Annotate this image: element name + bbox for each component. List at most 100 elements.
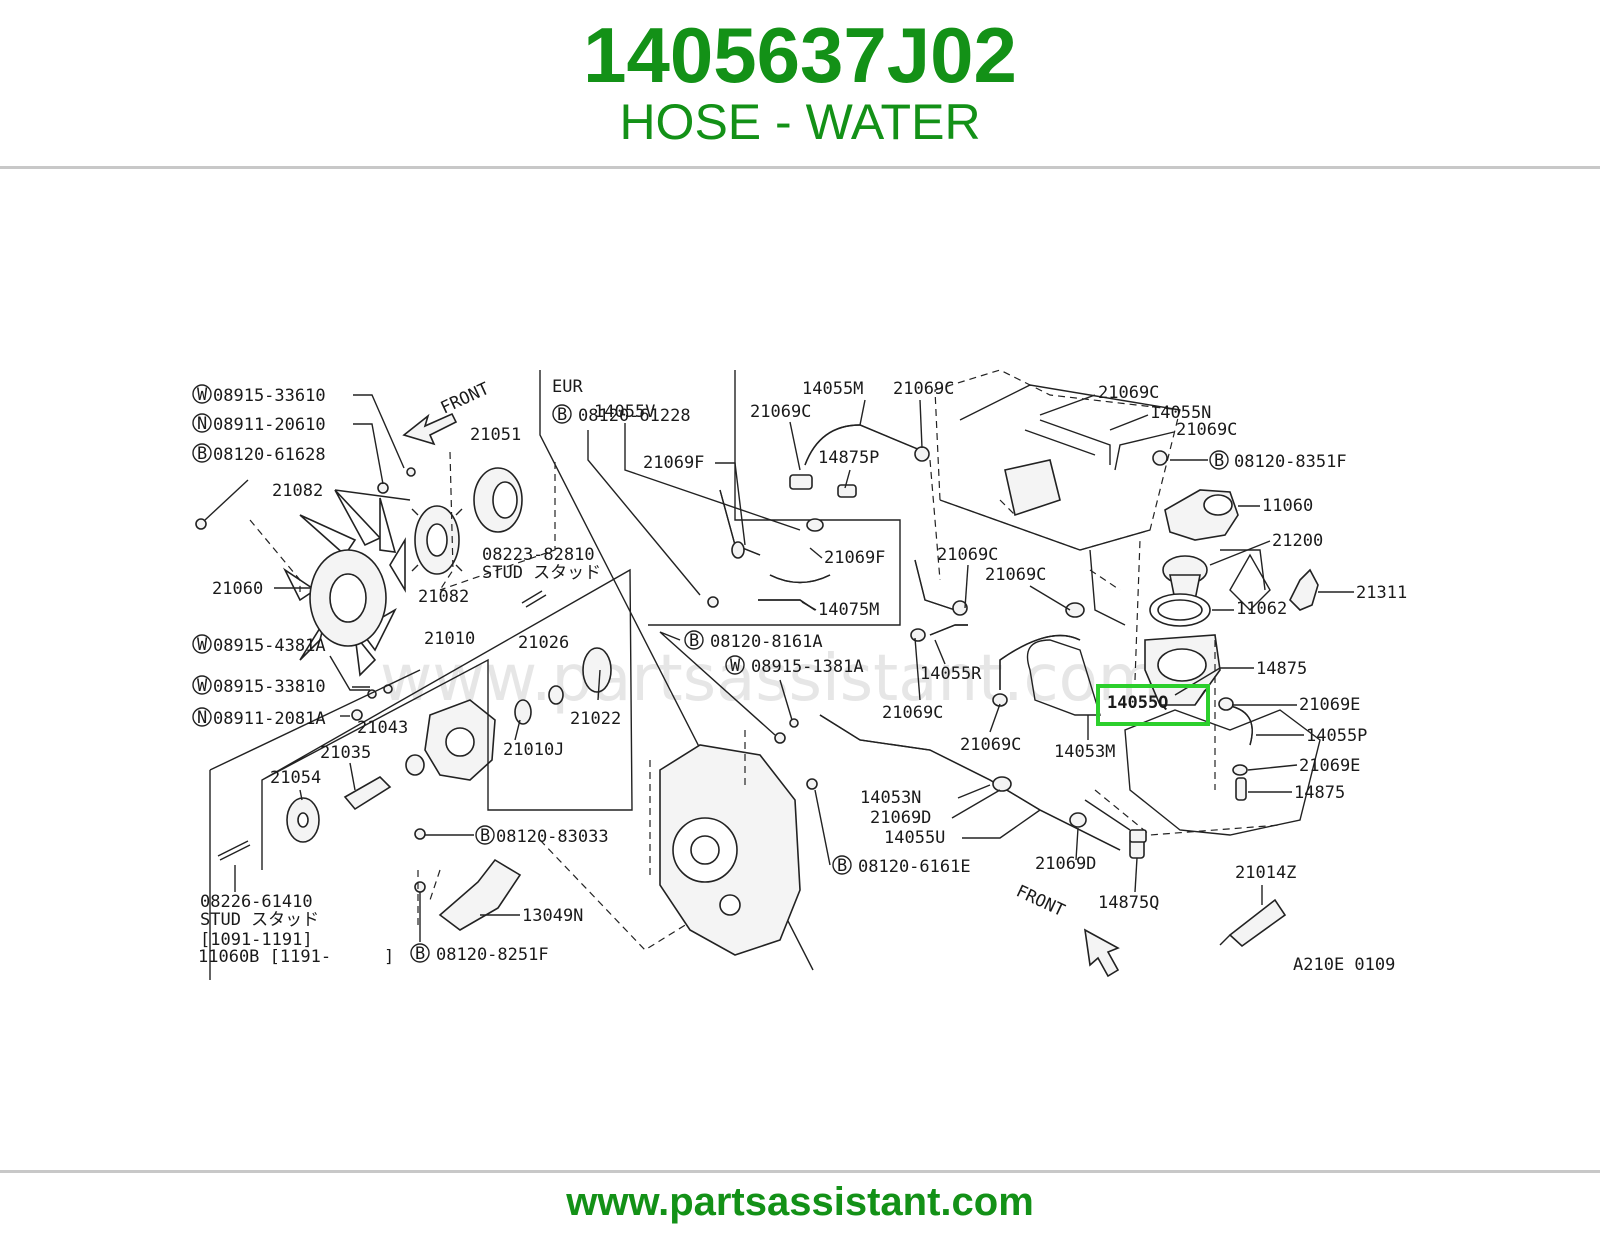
svg-text:B: B bbox=[480, 826, 490, 846]
svg-text:08911-2081A: 08911-2081A bbox=[213, 709, 326, 729]
page-header: 1405637J02 HOSE - WATER bbox=[0, 0, 1600, 168]
svg-text:21069C: 21069C bbox=[960, 735, 1021, 755]
stud-08223 bbox=[521, 590, 547, 608]
label-08120-61628: B 08120-61628 bbox=[192, 443, 326, 521]
label-group-left-plain: 21051 21082 21082 21060 08223-82810 STUD… bbox=[198, 425, 621, 967]
svg-text:[1091-1191]: [1091-1191] bbox=[200, 930, 313, 950]
hose-14055P bbox=[1218, 697, 1253, 801]
svg-text:14055V: 14055V bbox=[594, 402, 655, 422]
bolt-icon bbox=[414, 881, 426, 893]
label-08120-8351F: B 08120-8351F bbox=[1152, 450, 1347, 472]
diagram-code: A210E 0109 bbox=[1293, 955, 1395, 975]
svg-text:21069C: 21069C bbox=[1098, 383, 1159, 403]
water-outlet bbox=[1164, 489, 1239, 541]
svg-text:21022: 21022 bbox=[570, 709, 621, 729]
svg-text:14055U: 14055U bbox=[884, 828, 945, 848]
footer-website-link[interactable]: www.partsassistant.com bbox=[566, 1180, 1034, 1224]
svg-text:FRONT: FRONT bbox=[1013, 881, 1068, 921]
svg-text:14055M: 14055M bbox=[802, 379, 863, 399]
label-08911-20610: N 08911-20610 bbox=[192, 413, 384, 485]
svg-text:W: W bbox=[197, 635, 208, 655]
svg-text:21069C: 21069C bbox=[937, 545, 998, 565]
stud-08226 bbox=[217, 840, 251, 861]
svg-text:21010: 21010 bbox=[424, 629, 475, 649]
svg-text:21069D: 21069D bbox=[1035, 854, 1096, 874]
svg-text:08915-33610: 08915-33610 bbox=[213, 386, 326, 406]
svg-text:21010J: 21010J bbox=[503, 740, 564, 760]
nut-icon bbox=[351, 709, 363, 721]
svg-text:21014Z: 21014Z bbox=[1235, 863, 1296, 883]
svg-text:21069F: 21069F bbox=[643, 453, 704, 473]
svg-text:B: B bbox=[837, 856, 847, 876]
label-08915-4381A: W 08915-4381A bbox=[192, 634, 370, 691]
svg-text:21069C: 21069C bbox=[750, 402, 811, 422]
bracket-21311 bbox=[1289, 568, 1319, 611]
svg-text:14055P: 14055P bbox=[1306, 726, 1367, 746]
label-08120-61228: EUR B 08120-61228 bbox=[552, 377, 719, 608]
intake-manifold bbox=[929, 369, 1181, 681]
water-pump bbox=[286, 647, 612, 843]
svg-text:21069C: 21069C bbox=[985, 565, 1046, 585]
svg-text:N: N bbox=[197, 708, 207, 728]
guide-lines bbox=[417, 869, 441, 930]
svg-text:21069E: 21069E bbox=[1299, 695, 1360, 715]
svg-text:08120-8351F: 08120-8351F bbox=[1234, 452, 1347, 472]
highlighted-part-box bbox=[1096, 684, 1210, 726]
svg-text:]: ] bbox=[384, 947, 394, 967]
svg-text:08120-8251F: 08120-8251F bbox=[436, 945, 549, 965]
svg-text:08223-82810: 08223-82810 bbox=[482, 545, 595, 565]
svg-text:B: B bbox=[415, 944, 425, 964]
svg-text:14075M: 14075M bbox=[818, 600, 879, 620]
diagram-svg: www.partsassistant.com bbox=[192, 369, 1407, 980]
nut-icon bbox=[377, 482, 389, 494]
svg-text:21069C: 21069C bbox=[1176, 420, 1237, 440]
svg-text:14055R: 14055R bbox=[920, 664, 982, 684]
svg-text:21069E: 21069E bbox=[1299, 756, 1360, 776]
pulley bbox=[473, 467, 523, 533]
svg-text:21082: 21082 bbox=[272, 481, 323, 501]
washer-icon bbox=[406, 467, 416, 477]
label-08915-33610: W 08915-33610 bbox=[192, 384, 405, 469]
svg-text:21082: 21082 bbox=[418, 587, 469, 607]
svg-text:14053N: 14053N bbox=[860, 788, 921, 808]
water-inlet bbox=[438, 858, 522, 931]
eur-box bbox=[648, 370, 901, 626]
label-08120-8251F: B 08120-8251F bbox=[410, 892, 549, 965]
svg-text:14875P: 14875P bbox=[818, 448, 879, 468]
header-divider bbox=[0, 166, 1600, 169]
svg-text:21069F: 21069F bbox=[824, 548, 885, 568]
label-08915-33810: W 08915-33810 bbox=[192, 675, 370, 697]
svg-text:21054: 21054 bbox=[270, 768, 321, 788]
guide-lines bbox=[439, 451, 556, 591]
svg-text:FRONT: FRONT bbox=[438, 379, 493, 419]
svg-text:21060: 21060 bbox=[212, 579, 263, 599]
svg-text:08915-4381A: 08915-4381A bbox=[213, 636, 326, 656]
svg-text:W: W bbox=[197, 676, 208, 696]
svg-text:W: W bbox=[197, 385, 208, 405]
svg-text:11060: 11060 bbox=[1262, 496, 1313, 516]
svg-text:13049N: 13049N bbox=[522, 906, 583, 926]
fan-clutch bbox=[411, 505, 463, 575]
svg-text:08915-1381A: 08915-1381A bbox=[751, 657, 864, 677]
svg-text:B: B bbox=[689, 631, 699, 651]
label-group-right: 14055M 21069C 21069C 21069C 14055N 21069… bbox=[594, 379, 1407, 913]
svg-text:21035: 21035 bbox=[320, 743, 371, 763]
svg-text:14055Q: 14055Q bbox=[1107, 693, 1168, 713]
engine-block-right bbox=[1094, 549, 1321, 836]
svg-text:08120-6161E: 08120-6161E bbox=[858, 857, 971, 877]
svg-text:21051: 21051 bbox=[470, 425, 521, 445]
svg-text:21200: 21200 bbox=[1272, 531, 1323, 551]
svg-text:14055N: 14055N bbox=[1150, 403, 1211, 423]
svg-text:W: W bbox=[730, 656, 741, 676]
water-pipe-14053N bbox=[1084, 799, 1147, 843]
svg-text:08120-61628: 08120-61628 bbox=[213, 445, 326, 465]
part-description: HOSE - WATER bbox=[619, 94, 981, 150]
svg-text:B: B bbox=[557, 405, 567, 425]
svg-text:21069C: 21069C bbox=[893, 379, 954, 399]
svg-text:08226-61410: 08226-61410 bbox=[200, 892, 313, 912]
svg-text:14875: 14875 bbox=[1256, 659, 1307, 679]
label-08120-6161E: B 08120-6161E bbox=[806, 778, 971, 877]
svg-text:21069D: 21069D bbox=[870, 808, 931, 828]
bolt-icon bbox=[195, 518, 207, 530]
exploded-parts-diagram: www.partsassistant.com bbox=[0, 170, 1600, 1170]
